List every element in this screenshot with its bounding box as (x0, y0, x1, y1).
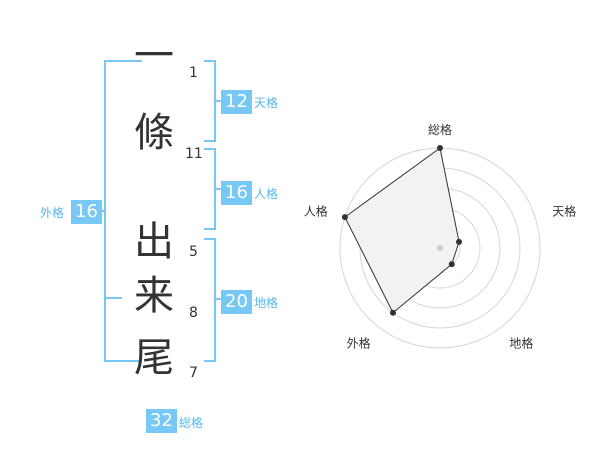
radar-point-4 (389, 309, 396, 316)
name-character-3: 出 (134, 219, 174, 265)
radar-axis-label-1: 総格 (428, 122, 452, 137)
jinkaku-value: 16 (221, 181, 252, 205)
tenkaku-connector (215, 100, 223, 102)
soukaku-label: 総格 (179, 416, 204, 430)
gaikaku-value: 16 (71, 200, 102, 224)
name-character-4: 来 (134, 273, 174, 319)
jinkaku-label: 人格 (254, 187, 279, 201)
radar-point-3 (448, 261, 455, 268)
gaikaku-label: 外格 (40, 206, 65, 220)
radar-axis-label-2: 天格 (552, 204, 576, 219)
name-character-5: 尾 (134, 335, 174, 381)
gaikaku-bracket (104, 60, 142, 362)
name-character-1: 一 (134, 33, 174, 79)
chikaku-bracket (204, 238, 216, 362)
chikaku-label: 地格 (254, 296, 279, 310)
radar-point-2 (456, 238, 463, 245)
soukaku-value: 32 (146, 409, 177, 433)
jinkaku-connector (215, 188, 223, 190)
stroke-count-4: 8 (189, 305, 198, 321)
radar-axis-label-3: 地格 (509, 335, 533, 350)
chikaku-connector (215, 298, 223, 300)
radar-center-dot (437, 245, 443, 251)
chikaku-value: 20 (221, 290, 252, 314)
radar-point-5 (341, 214, 348, 221)
gaikaku-split-tick (104, 297, 122, 299)
stroke-count-3: 5 (189, 244, 198, 260)
tenkaku-value: 12 (221, 90, 252, 114)
stroke-count-5: 7 (189, 365, 198, 381)
radar-point-1 (437, 145, 443, 151)
radar-axis-label-4: 外格 (347, 335, 371, 350)
name-character-2: 條 (134, 110, 174, 156)
radar-shape (344, 147, 460, 314)
tenkaku-label: 天格 (254, 96, 279, 110)
radar-axis-label-5: 人格 (304, 204, 328, 219)
stroke-count-1: 1 (189, 65, 198, 81)
stroke-count-2: 11 (185, 146, 203, 162)
